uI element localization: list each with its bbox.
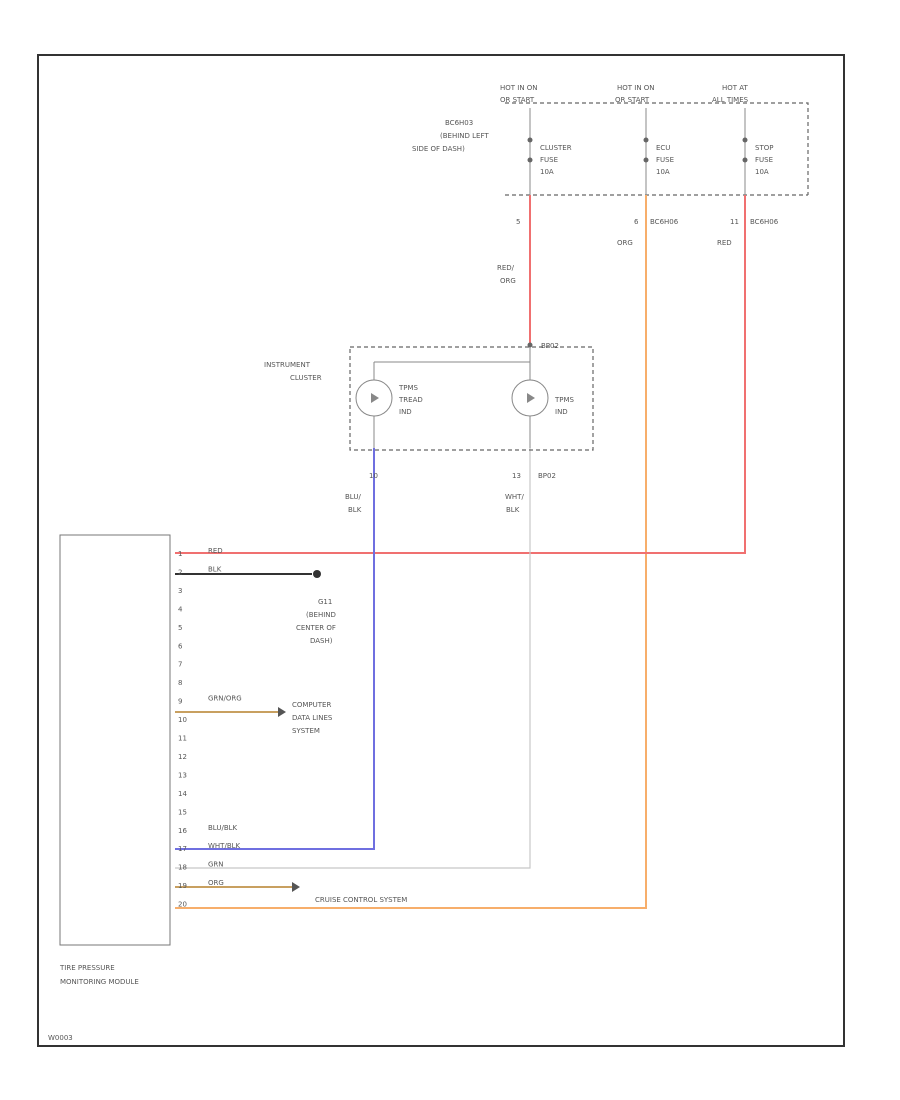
indicator-left-2: TREAD [398, 396, 423, 404]
computer-label-3: SYSTEM [292, 727, 320, 735]
module-wire-label-16: BLU/BLK [208, 824, 238, 832]
module-pin-3: 3 [178, 587, 182, 595]
fuse-ecu-hot-1: HOT IN ON [617, 84, 655, 92]
arrow-cruise [292, 882, 300, 892]
tpms-module: TIRE PRESSURE MONITORING MODULE 1 RED 2 BLK… [59, 534, 242, 986]
module-pin-20: 20 [178, 901, 187, 909]
cluster-bottom-left-pin: 10 [369, 472, 378, 480]
module-wire-label-2: BLK [208, 565, 222, 573]
module-pin-10: 10 [178, 716, 187, 724]
ground-label-4: DASH) [310, 637, 333, 645]
fuse-cluster-wire-2: ORG [500, 277, 516, 285]
module-pin-7: 7 [178, 661, 182, 669]
module-pin-4: 4 [178, 605, 183, 613]
cluster-wire-right-1: WHT/ [505, 493, 524, 501]
fuse-cluster-wire-1: RED/ [497, 264, 515, 272]
fuse-ecu-name-3: 10A [656, 168, 670, 176]
module-pin-6: 6 [178, 642, 183, 650]
fuse-cluster-hot-1: HOT IN ON [500, 84, 538, 92]
ground-label-3: CENTER OF [296, 624, 336, 632]
ground-label-1: G11 [318, 598, 332, 606]
indicator-left-1: TPMS [398, 384, 419, 392]
module-pin-1: 1 [178, 550, 182, 558]
fuse-cluster-name-2: FUSE [540, 156, 558, 164]
wire-orange [175, 195, 647, 909]
module-pin-8: 8 [178, 679, 182, 687]
module-pin-9: 9 [178, 698, 182, 706]
cluster-label-2: CLUSTER [290, 374, 322, 382]
module-title-1: TIRE PRESSURE [59, 964, 115, 972]
fuse-ecu-wire: ORG [617, 239, 633, 247]
computer-label-1: COMPUTER [292, 701, 331, 709]
ground-label-2: (BEHIND [306, 611, 336, 619]
cluster-label-1: INSTRUMENT [264, 361, 311, 369]
fuse-cluster-name-3: 10A [540, 168, 554, 176]
module-wire-label-18: GRN [208, 861, 224, 869]
module-wire-label-17: WHT/BLK [208, 842, 241, 850]
module-pin-18: 18 [178, 864, 187, 872]
fuse-box-label-2: (BEHIND LEFT [440, 132, 489, 140]
module-title-2: MONITORING MODULE [60, 978, 139, 986]
fuse-stop-name-3: 10A [755, 168, 769, 176]
fuse-cluster-name-1: CLUSTER [540, 144, 572, 152]
fuse-cluster: HOT IN ON OR START CLUSTER FUSE 10A 5 RE… [497, 84, 572, 285]
fuse-stop-pin-conn: BC6H06 [750, 218, 779, 226]
fuse-ecu-pin-conn: BC6H06 [650, 218, 679, 226]
cluster-wire-right-2: BLK [506, 506, 520, 514]
fuse-stop-name-1: STOP [755, 144, 773, 152]
fuse-ecu-pin: 6 [634, 218, 639, 226]
module-pin-14: 14 [178, 790, 187, 798]
wire-blue [175, 448, 375, 850]
fuse-stop-name-2: FUSE [755, 156, 773, 164]
cruise-control-label: CRUISE CONTROL SYSTEM [315, 896, 407, 904]
module-wire-label-19: ORG [208, 879, 224, 887]
wire-red [175, 195, 746, 554]
module-pin-2: 2 [178, 568, 182, 576]
fuse-stop-wire: RED [717, 239, 732, 247]
module-wire-label-1: RED [208, 547, 223, 555]
module-pin-16: 16 [178, 827, 187, 835]
ground-label: G11 (BEHIND CENTER OF DASH) [296, 598, 336, 645]
fuse-ecu: HOT IN ON OR START ECU FUSE 10A 6 BC6H06… [615, 84, 679, 247]
cluster-bottom-right-conn: BP02 [538, 472, 556, 480]
ground-terminal [313, 570, 321, 578]
module-pin-17: 17 [178, 845, 187, 853]
wire-gray [175, 448, 531, 869]
module-pin-5: 5 [178, 624, 182, 632]
cluster-wire-left-1: BLU/ [345, 493, 361, 501]
cluster-bottom-right-pin: 13 [512, 472, 521, 480]
fuse-stop: HOT AT ALL TIMES STOP FUSE 10A 11 BC6H06… [712, 84, 779, 247]
module-pin-19: 19 [178, 882, 187, 890]
fuse-ecu-name-2: FUSE [656, 156, 674, 164]
cluster-top-pin: BP02 [541, 342, 559, 350]
module-pin-15: 15 [178, 808, 187, 816]
computer-data-lines-label: COMPUTER DATA LINES SYSTEM [292, 701, 333, 735]
instrument-cluster: INSTRUMENT CLUSTER BP02 TPMS TREAD IND T… [264, 342, 594, 514]
module-pin-12: 12 [178, 753, 187, 761]
diagram-frame [37, 54, 845, 1047]
fuse-box-label-1: BC6H03 [445, 119, 473, 127]
module-pin-13: 13 [178, 771, 187, 779]
computer-label-2: DATA LINES [292, 714, 333, 722]
fuse-stop-hot-2: ALL TIMES [712, 96, 749, 104]
indicator-left-3: IND [399, 408, 412, 416]
fuse-box: BC6H03 (BEHIND LEFT SIDE OF DASH) [412, 102, 809, 196]
fuse-cluster-pin: 5 [516, 218, 520, 226]
cluster-wire-left-2: BLK [348, 506, 362, 514]
fuse-box-label-3: SIDE OF DASH) [412, 145, 465, 153]
fuse-stop-pin: 11 [730, 218, 739, 226]
fuse-stop-hot-1: HOT AT [722, 84, 749, 92]
indicator-right-2: IND [555, 408, 568, 416]
indicator-right-1: TPMS [554, 396, 575, 404]
module-pin-11: 11 [178, 735, 187, 743]
module-wire-label-9: GRN/ORG [208, 695, 242, 703]
diagram-id: W0003 [48, 1034, 73, 1042]
arrow-computer [278, 707, 286, 717]
fuse-cluster-hot-2: OR START [500, 96, 535, 104]
fuse-ecu-name-1: ECU [656, 144, 670, 152]
wires [175, 195, 746, 909]
fuse-ecu-hot-2: OR START [615, 96, 650, 104]
